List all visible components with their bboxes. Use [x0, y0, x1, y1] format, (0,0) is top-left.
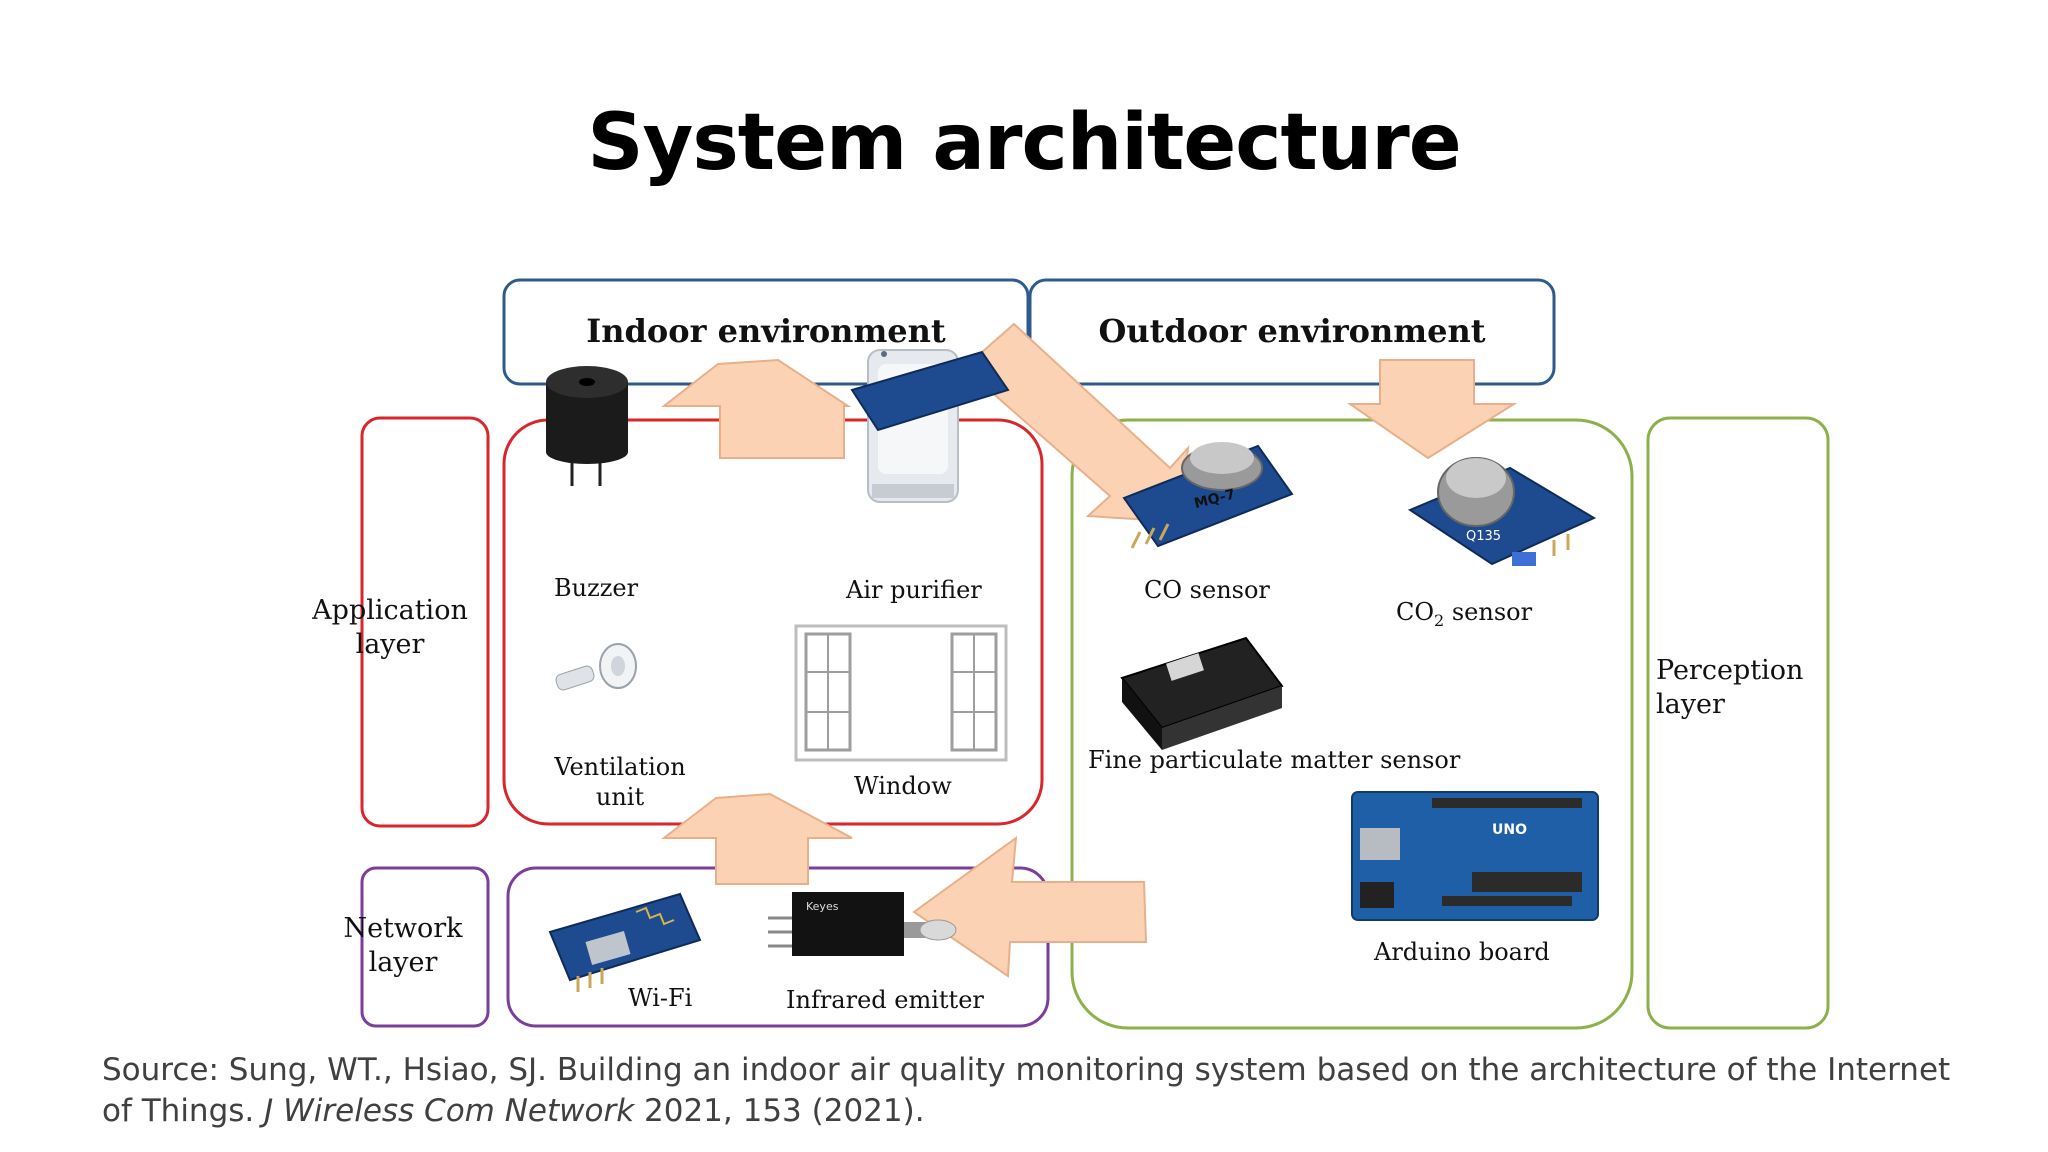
buzzer-image — [546, 366, 628, 486]
outdoor-environment-box — [1028, 278, 1556, 386]
source-journal: J Wireless Com Network — [264, 1093, 635, 1129]
arrow-down-to-co2-sensor — [1346, 359, 1518, 460]
wifi-label: Wi-Fi — [628, 984, 693, 1012]
application-layer-line1: Application — [312, 595, 468, 626]
network-layer-line2: layer — [368, 947, 438, 978]
window-label: Window — [854, 772, 952, 800]
infrared-board-text: Keyes — [806, 900, 839, 913]
perception-layer-line2: layer — [1656, 689, 1725, 720]
arduino-badge: UNO — [1492, 822, 1527, 838]
co-sensor-label: CO sensor — [1144, 576, 1270, 604]
network-layer-box — [360, 866, 490, 1028]
pm-sensor-label: Fine particulate matter sensor — [1088, 746, 1461, 774]
co2-sensor-board: Q135 — [1407, 457, 1597, 566]
indoor-environment-label: Indoor environment — [586, 312, 946, 350]
application-layer-box — [360, 416, 490, 828]
arduino-board-image: UNO — [1351, 791, 1599, 921]
diagram-canvas: Keyes — [360, 278, 1830, 1030]
network-layer-label: Network layer — [328, 912, 478, 980]
perception-layer-label: Perception layer — [1656, 654, 1826, 722]
source-prefix: Source: Sung, WT., Hsiao, SJ. Building a… — [102, 1052, 1951, 1129]
infrared-emitter-image: Keyes — [768, 892, 957, 956]
ventilation-unit-image — [555, 643, 637, 691]
source-citation: Source: Sung, WT., Hsiao, SJ. Building a… — [102, 1050, 1982, 1132]
co2-subscript: 2 — [1434, 610, 1445, 630]
ventilation-unit-label: Ventilation unit — [520, 752, 720, 812]
co-sensor-image — [850, 350, 1010, 432]
ventilation-line1: Ventilation — [554, 753, 686, 781]
sensor-canvas: MQ-7 Q135 UNO — [1120, 442, 1599, 921]
perception-layer-box — [1646, 416, 1830, 1030]
outdoor-environment-label: Outdoor environment — [1098, 312, 1486, 350]
buzzer-label: Buzzer — [554, 574, 639, 602]
mq135-label: Q135 — [1466, 529, 1501, 544]
co-sensor-board: MQ-7 — [1122, 442, 1294, 549]
air-purifier-label: Air purifier — [846, 576, 982, 604]
ventilation-line2: unit — [595, 783, 645, 811]
infrared-emitter-label: Infrared emitter — [786, 986, 984, 1014]
arrow-up-to-indoor — [661, 358, 852, 459]
perception-layer-line1: Perception — [1656, 655, 1804, 686]
pm-sensor-image — [1120, 636, 1284, 750]
application-layer-line2: layer — [355, 629, 425, 660]
network-layer-line1: Network — [343, 913, 463, 944]
architecture-diagram: Keyes MQ-7 Q135 — [292, 272, 1838, 1038]
arrow-up-from-network — [661, 792, 853, 885]
wifi-module-image — [548, 892, 702, 992]
co2-prefix: CO — [1396, 598, 1435, 626]
application-layer-label: Application layer — [300, 594, 480, 662]
window-image — [794, 624, 1008, 762]
source-suffix: 2021, 153 (2021). — [634, 1093, 925, 1129]
slide-title: System architecture — [587, 98, 1461, 188]
co2-suffix: sensor — [1444, 598, 1533, 626]
co2-sensor-label: CO2 sensor — [1396, 596, 1532, 637]
perception-devices-box — [1070, 418, 1634, 1030]
arduino-board-label: Arduino board — [1374, 938, 1550, 966]
